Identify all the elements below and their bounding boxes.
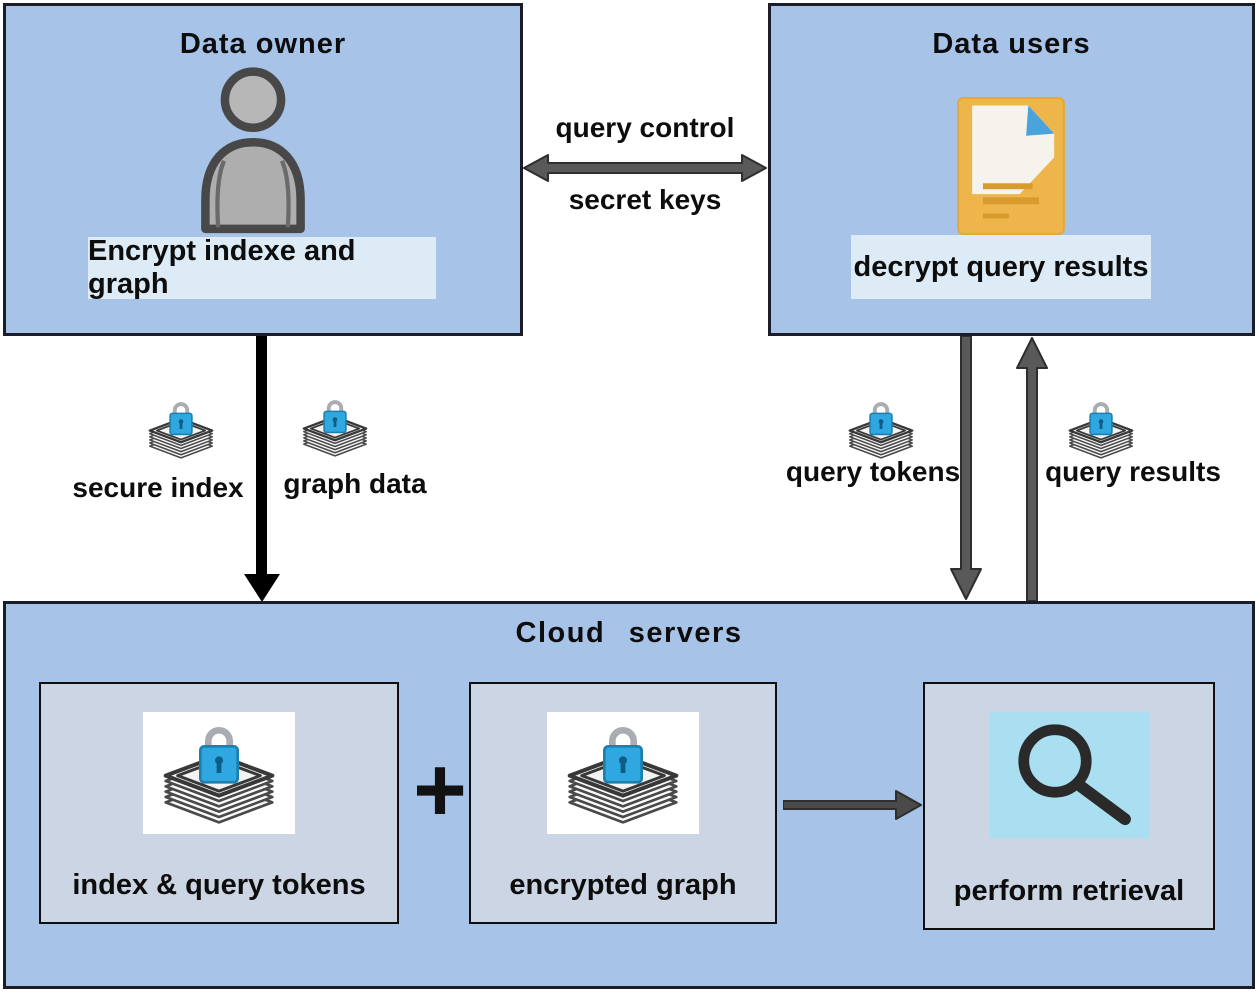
lock-stack-icon [143,712,295,834]
bidirectional-arrow-icon [523,154,767,182]
query-control-label: query control [555,112,735,143]
cloud-servers-box: Cloud servers index & query tokens + enc… [3,601,1255,989]
data-users-title: Data users [932,28,1091,60]
data-owner-title: Data owner [179,28,347,60]
data-owner-box: Data owner Encrypt indexe and graph [3,3,523,336]
index-query-tokens-box: index & query tokens [39,682,399,924]
lock-stack-icon [296,394,374,460]
lock-stack-icon [1062,396,1140,462]
cloud-servers-title: Cloud servers [515,617,743,649]
secret-keys-label: secret keys [568,184,722,215]
graph-data-label: graph data [283,468,427,499]
index-query-tokens-label: index & query tokens [72,869,366,901]
graph-to-retrieval-arrow-icon [783,790,922,820]
lock-stack-icon [142,396,220,462]
decrypt-action-label: decrypt query results [851,235,1151,299]
query-results-label: query results [1045,456,1221,487]
query-results-arrow-icon [1016,337,1048,601]
data-users-box: Data users decrypt query results [768,3,1255,336]
magnifier-icon [989,712,1149,838]
lock-stack-icon [842,396,920,462]
encrypted-graph-box: encrypted graph [469,682,777,924]
plus-sign: + [413,739,467,841]
lock-stack-icon [547,712,699,834]
owner-to-cloud-arrow-icon [244,336,280,602]
person-icon [184,64,322,234]
perform-retrieval-box: perform retrieval [923,682,1215,930]
secure-index-label: secure index [72,472,244,503]
query-tokens-label: query tokens [785,456,961,487]
encrypted-graph-label: encrypted graph [509,869,737,901]
query-tokens-arrow-icon [950,336,982,600]
document-icon [957,96,1065,236]
perform-retrieval-label: perform retrieval [953,875,1185,907]
encrypt-action-label: Encrypt indexe and graph [88,235,436,300]
